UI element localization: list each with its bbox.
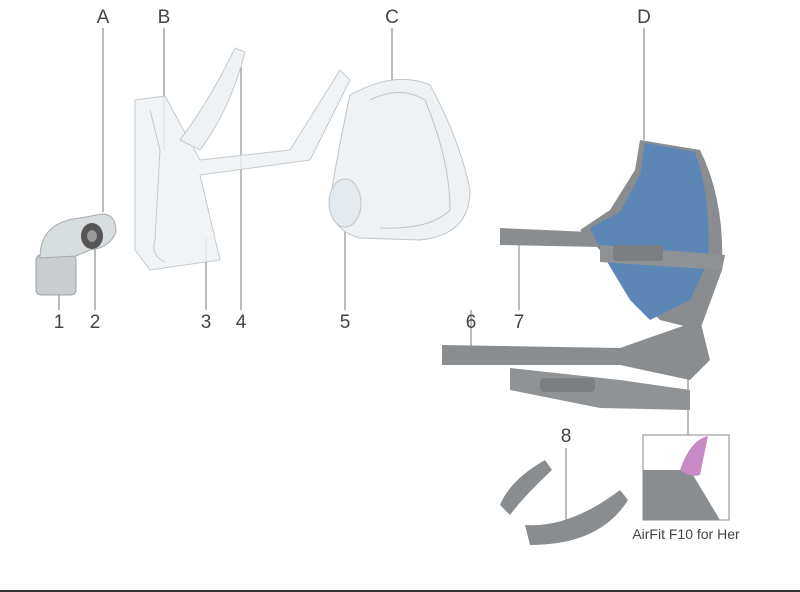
label-6: 6 xyxy=(465,312,477,333)
label-d: D xyxy=(637,7,651,28)
label-c: C xyxy=(385,7,399,28)
inset-caption: AirFit F10 for Her xyxy=(632,526,740,542)
headgear-pads xyxy=(500,460,628,545)
label-b: B xyxy=(157,7,171,28)
cushion-part xyxy=(328,78,471,241)
label-5: 5 xyxy=(339,312,351,333)
label-a: A xyxy=(96,7,110,28)
frame-part xyxy=(134,47,351,271)
label-7: 7 xyxy=(513,312,525,333)
inset-for-her xyxy=(642,434,730,521)
label-2: 2 xyxy=(89,312,101,333)
label-1: 1 xyxy=(53,312,65,333)
label-8: 8 xyxy=(560,426,572,447)
elbow-part xyxy=(35,213,117,296)
label-4: 4 xyxy=(235,312,247,333)
label-3: 3 xyxy=(200,312,212,333)
headgear-part xyxy=(442,140,725,410)
